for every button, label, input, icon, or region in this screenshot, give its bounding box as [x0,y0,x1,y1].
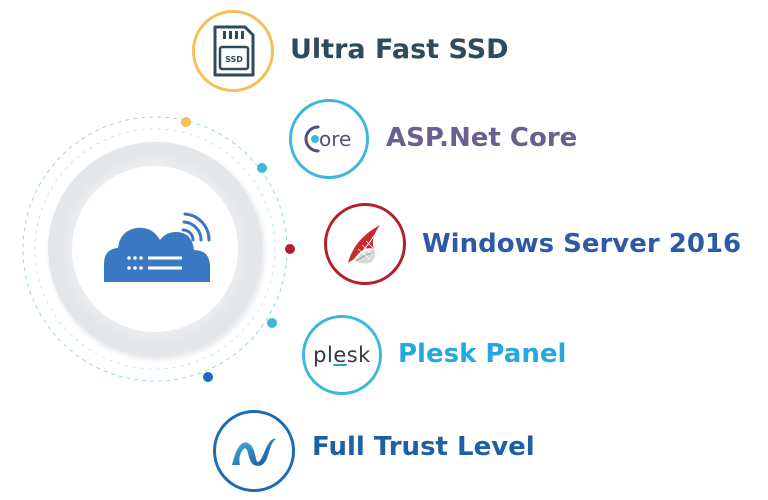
feature-label-plesk: Plesk Panel [398,339,567,369]
orbit-dot-core [257,163,267,173]
server-icon-circle [324,203,406,285]
plesk-logo-icon: plesk [313,343,371,367]
feature-label-ssd: Ultra Fast SSD [290,34,509,65]
core-icon-circle: ore [289,99,369,179]
feature-label-core: ASP.Net Core [386,123,578,153]
dotnet-logo-icon [232,438,276,466]
ssd-icon-circle: SSD [192,10,274,92]
sql-server-icon [348,225,381,264]
cloud-server-icon [104,212,211,282]
ssd-card-icon: SSD [213,25,255,77]
feature-label-trust: Full Trust Level [312,432,535,462]
inner-dashed-orbit [34,128,276,370]
trust-icon-circle [213,410,295,492]
ssd-badge-text: SSD [225,55,243,64]
orbit-dot-trust [203,372,213,382]
orbit-dot-server [285,244,295,254]
orbit-dot-ssd [181,117,191,127]
feature-label-server: Windows Server 2016 [422,229,742,259]
orbit-dot-plesk [267,318,277,328]
dotnet-core-icon: ore [304,125,351,153]
hub-ring [48,142,262,356]
plesk-icon-circle: plesk [302,315,382,395]
core-mark-text: ore [319,127,351,151]
